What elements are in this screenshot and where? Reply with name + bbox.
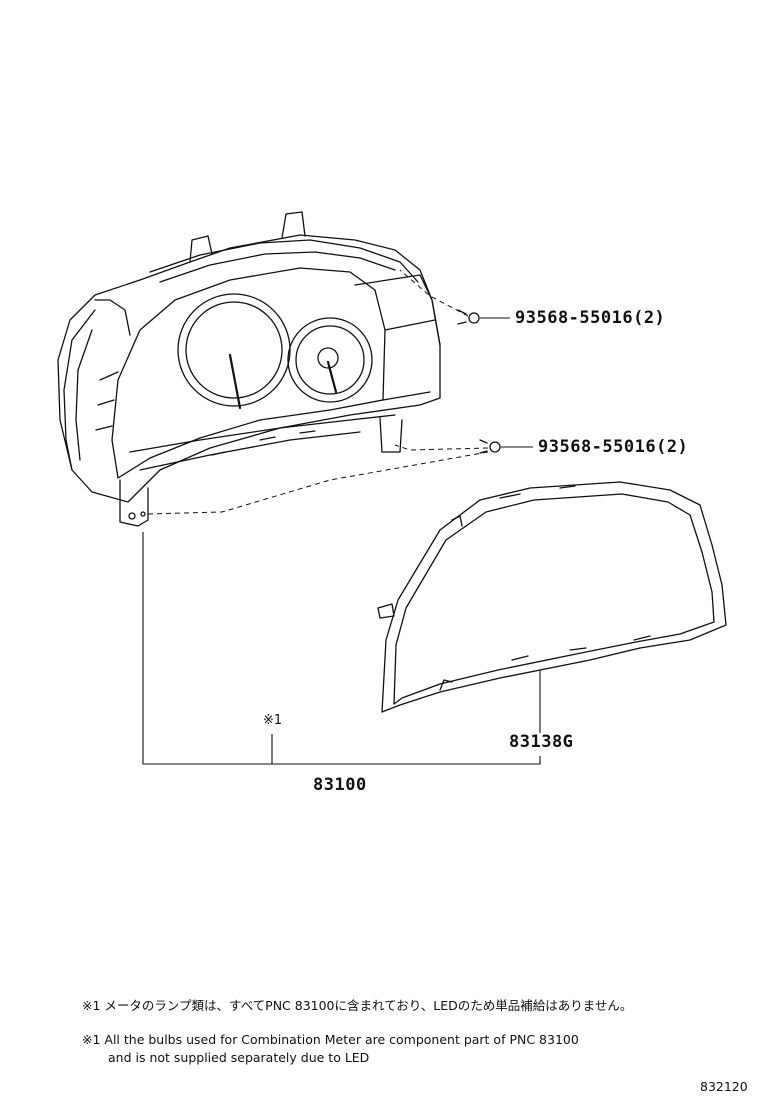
note-english-line1: ※1 All the bulbs used for Combination Me… <box>82 1032 579 1047</box>
note-english-line2: and is not supplied separately due to LE… <box>108 1050 370 1065</box>
bracket-dash-line <box>147 451 489 515</box>
part-label-upper-screw[interactable]: 93568-55016(2) <box>515 308 666 328</box>
note-japanese: ※1 メータのランプ類は、すべてPNC 83100に含まれており、LEDのため単… <box>82 998 633 1013</box>
lower-screw-dash-line <box>394 444 489 451</box>
part-label-meter-assembly[interactable]: 83100 <box>313 775 367 795</box>
screw-lower-icon <box>479 439 501 454</box>
part-label-lower-screw[interactable]: 93568-55016(2) <box>538 437 689 457</box>
note-reference-mark: ※1 <box>263 713 283 728</box>
screw-upper-icon <box>457 309 480 325</box>
meter-lens-illustration <box>377 481 727 713</box>
figure-number: 832120 <box>700 1079 748 1094</box>
part-label-lens[interactable]: 83138G <box>509 732 574 752</box>
combination-meter-illustration <box>57 211 441 527</box>
bracket-83100 <box>142 532 541 765</box>
